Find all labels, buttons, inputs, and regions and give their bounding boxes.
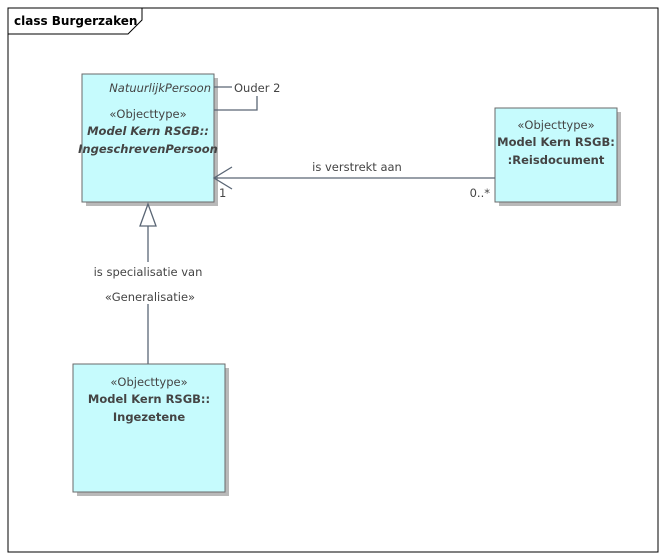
self-association-label: Ouder 2 (234, 81, 280, 95)
class-name-line1: Model Kern RSGB: (497, 135, 615, 149)
frame-title-tab (8, 8, 143, 35)
class-name-line2: :Reisdocument (508, 153, 605, 167)
association-target-multiplicity: 0..* (470, 186, 491, 200)
class-name-line1: Model Kern RSGB:: (87, 124, 209, 138)
frame-title: class Burgerzaken (14, 14, 137, 28)
class-stereotype: «Objecttype» (109, 107, 186, 121)
generalization-label: is specialisatie van (94, 265, 203, 279)
class-box (72, 363, 226, 493)
generalization-triangle-icon (139, 202, 157, 227)
class-name-line2: Ingezetene (113, 410, 185, 424)
class-name-line1: Model Kern RSGB:: (88, 392, 210, 406)
class-stereotype: «Objecttype» (517, 118, 594, 132)
class-box (494, 107, 618, 203)
generalization-stereotype: «Generalisatie» (105, 290, 195, 304)
class-reisdocument[interactable]: «Objecttype» Model Kern RSGB: :Reisdocum… (494, 107, 621, 206)
association-arrowhead (212, 166, 233, 190)
diagram-frame (7, 7, 659, 553)
generalization-connector[interactable] (139, 202, 157, 364)
association-is-verstrekt-aan[interactable] (212, 166, 495, 190)
class-ingeschreven-persoon[interactable]: NatuurlijkPersoon «Objecttype» Model Ker… (78, 73, 218, 206)
self-association-line-bottom[interactable] (214, 96, 258, 111)
association-label: is verstrekt aan (312, 160, 402, 174)
class-name-line2: IngeschrevenPersoon (78, 142, 218, 156)
class-ingezetene[interactable]: «Objecttype» Model Kern RSGB:: Ingezeten… (72, 363, 229, 496)
class-tag: NatuurlijkPersoon (109, 81, 211, 95)
class-stereotype: «Objecttype» (110, 375, 187, 389)
class-box (81, 73, 215, 203)
association-source-multiplicity: 1 (219, 186, 226, 200)
